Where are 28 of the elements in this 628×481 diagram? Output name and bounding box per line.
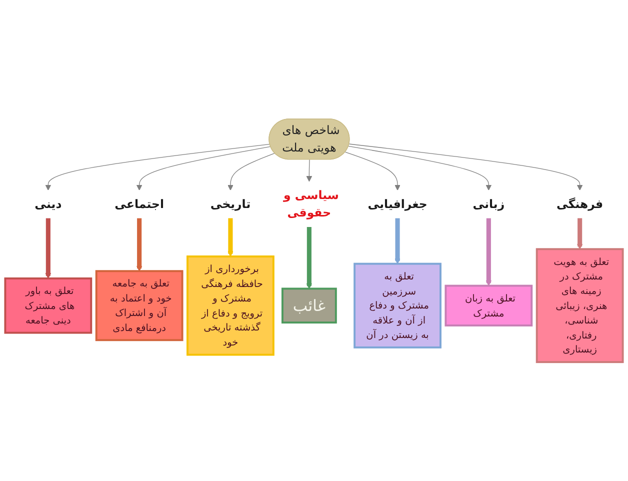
node-text: تاریخی xyxy=(210,197,251,212)
node-text: فرهنگی xyxy=(556,197,604,212)
arrow xyxy=(306,159,312,182)
arrow xyxy=(344,152,400,190)
node-text: سیاسی و حقوقی xyxy=(283,188,339,220)
arrow xyxy=(136,146,271,190)
node-text: جغرافیایی xyxy=(368,197,428,212)
node-box: تعلق به هویت مشترک در زمینه های هنری، زیبائی شناسی، رفتاری، زیستاری xyxy=(536,248,624,364)
node-box: تعلق به جامعه خود و اعتماد به آن و اشتراک درمنافع مادی xyxy=(95,270,184,342)
node-box: تعلق به باور های مشترک دینی جامعه xyxy=(4,277,92,334)
arrow xyxy=(45,144,270,190)
node-box: غائب xyxy=(281,288,337,324)
arrow xyxy=(576,218,583,250)
node-text: دینی xyxy=(34,197,62,212)
node-box: برخورداری از حافظه فرهنگی مشترک و ترویج و دفاع از گذشته تاریخی خود xyxy=(186,255,274,356)
arrow xyxy=(486,218,492,286)
arrow xyxy=(228,218,234,257)
arrow xyxy=(306,226,312,289)
node-box: تعلق به سرزمین مشترک و دفاع از آن و علاقه به زیستن در آن xyxy=(354,262,442,348)
node-box: تعلق به زبان مشترک xyxy=(444,284,533,326)
node-text: اجتماعی xyxy=(114,197,164,212)
arrow xyxy=(394,218,400,264)
arrow xyxy=(348,144,583,190)
arrow xyxy=(228,152,276,190)
node-text: زبانی xyxy=(472,197,505,212)
arrow xyxy=(136,218,142,272)
arrow xyxy=(45,218,52,279)
arrow xyxy=(348,146,492,190)
